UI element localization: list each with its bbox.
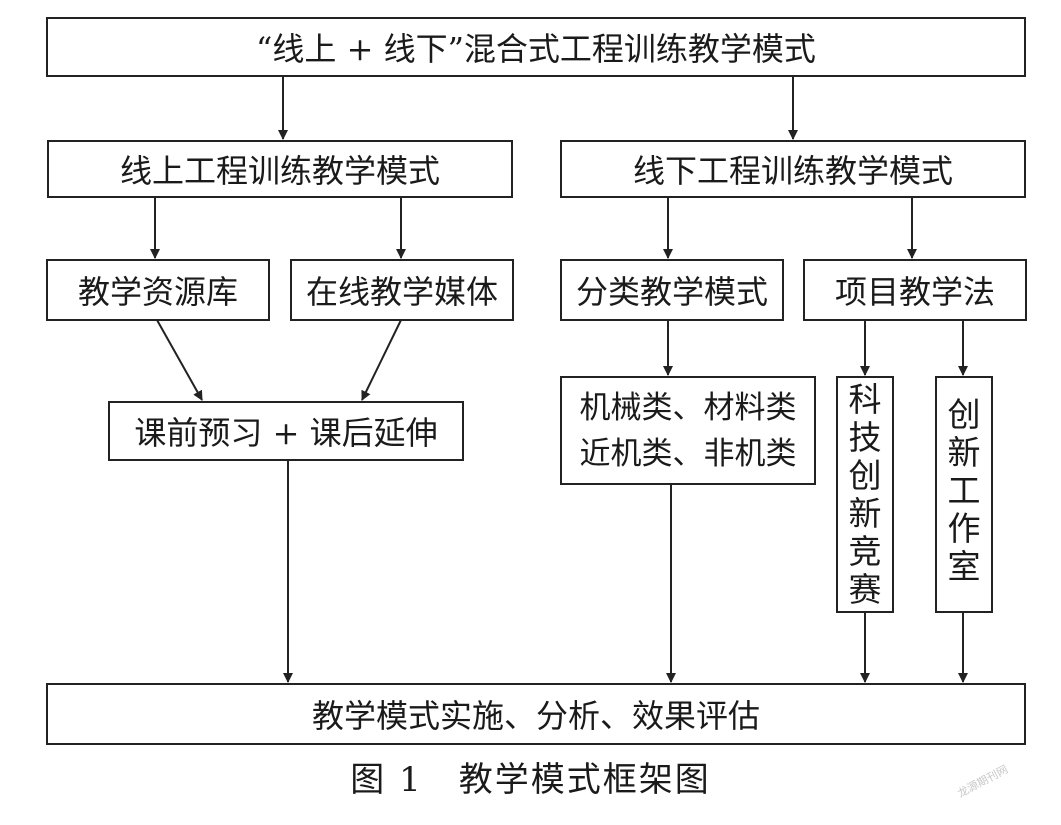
classes-line-2: 近机类、非机类: [579, 435, 797, 472]
studio-char: 创: [947, 395, 981, 434]
competition-char: 新: [848, 493, 882, 533]
studio-char: 作: [947, 509, 981, 548]
studio-char: 室: [947, 547, 981, 586]
preview-extension-node: 课前预习 + 课后延伸: [108, 401, 464, 461]
online-mode-node: 线上工程训练教学模式: [47, 140, 513, 198]
innovation-studio-node: 创 新 工 作 室: [935, 376, 993, 613]
competition-char: 竞: [848, 531, 882, 571]
figure-caption: 图 1 教学模式框架图: [350, 760, 711, 800]
studio-char: 工: [947, 471, 981, 510]
competition-char: 赛: [848, 569, 882, 609]
classes-line-1: 机械类、材料类: [579, 389, 797, 426]
arrow-resources-to-preview: [156, 319, 203, 401]
innovation-competition-node: 科 技 创 新 竞 赛: [836, 376, 894, 613]
competition-char: 创: [848, 455, 882, 495]
project-method-node: 项目教学法: [803, 259, 1027, 321]
offline-mode-node: 线下工程训练教学模式: [560, 140, 1026, 198]
discipline-classes-node: 机械类、材料类 近机类、非机类: [560, 376, 816, 485]
competition-char: 技: [848, 417, 882, 457]
resources-node: 教学资源库: [46, 259, 270, 321]
top-node: “线上 + 线下”混合式工程训练教学模式: [46, 17, 1026, 77]
studio-char: 新: [947, 433, 981, 472]
competition-char: 科: [848, 379, 882, 419]
media-node: 在线教学媒体: [290, 259, 514, 321]
category-mode-node: 分类教学模式: [560, 259, 784, 321]
arrow-media-to-preview: [361, 319, 402, 401]
implementation-node: 教学模式实施、分析、效果评估: [46, 683, 1026, 745]
